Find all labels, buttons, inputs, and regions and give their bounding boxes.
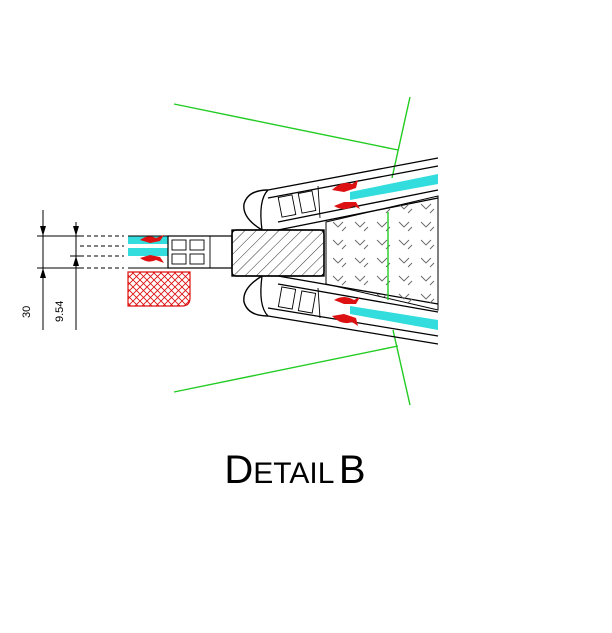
detail-title: DETAIL B <box>0 448 590 493</box>
upper-gaskets <box>332 180 360 209</box>
reference-lines <box>173 96 411 406</box>
center-core <box>231 229 325 277</box>
dimension-arrows <box>40 226 79 278</box>
dimension-group <box>37 210 124 330</box>
infill-panel <box>325 195 439 311</box>
upper-vertical-line <box>391 96 411 179</box>
insulation-block <box>127 271 191 307</box>
title-word-etail: ETAIL <box>253 457 335 490</box>
lower-gaskets <box>332 297 360 326</box>
left-frame-chambers <box>171 236 211 268</box>
upper-reference-line <box>173 103 399 151</box>
left-frame-profile <box>167 235 233 269</box>
title-letter-b: B <box>338 448 366 492</box>
lower-arm-chambers <box>277 286 321 319</box>
upper-arm-chambers <box>277 185 321 219</box>
upper-glass <box>350 174 438 200</box>
lower-reference-line <box>173 345 399 393</box>
lower-vertical-line <box>392 329 411 406</box>
node-cap <box>243 189 269 317</box>
left-gasket-red <box>140 235 164 263</box>
lower-glass <box>350 306 438 330</box>
dimension-label-9-54: 9.54 <box>54 301 66 322</box>
dimension-label-30: 30 <box>21 306 33 318</box>
title-letter-d: D <box>224 448 254 492</box>
